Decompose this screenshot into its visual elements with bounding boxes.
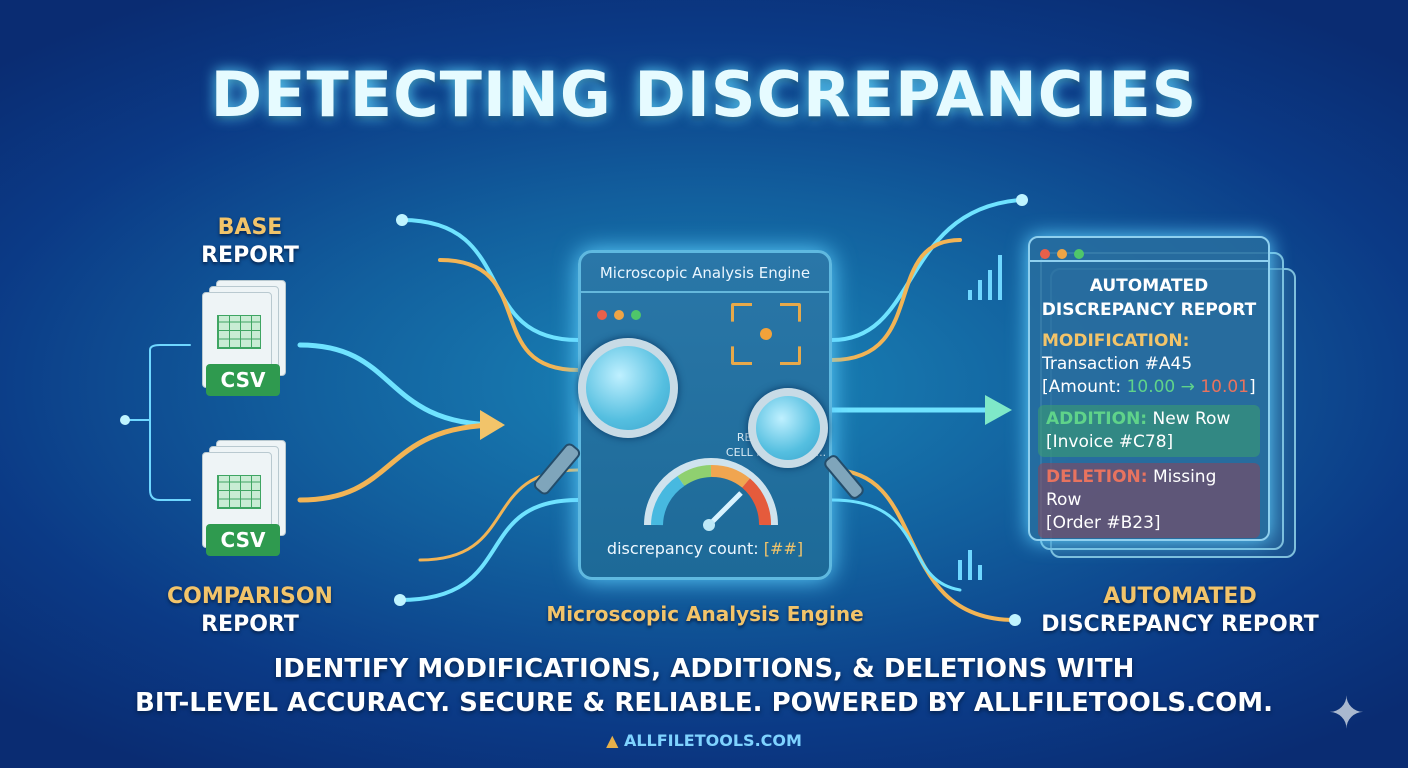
- deletion-tag: DELETION:: [1046, 467, 1148, 487]
- count-label: discrepancy count:: [606, 539, 759, 558]
- count-value: [##]: [763, 539, 804, 558]
- logo-icon: ▲: [606, 731, 619, 750]
- modification-tag: MODIFICATION:: [1042, 331, 1190, 351]
- comparison-label-line1: COMPARISON: [167, 584, 333, 609]
- tagline: IDENTIFY MODIFICATIONS, ADDITIONS, & DEL…: [0, 652, 1408, 720]
- logo-text: ALLFILETOOLS.COM: [623, 731, 802, 750]
- tagline-line2: BIT-LEVEL ACCURACY. SECURE & RELIABLE. P…: [135, 688, 1273, 718]
- magnifier-icon-small: [748, 388, 828, 468]
- gauge-icon: [644, 458, 778, 531]
- amount-prefix: [Amount:: [1042, 377, 1127, 397]
- addition-text: New Row: [1147, 409, 1231, 429]
- target-icon: [731, 303, 801, 365]
- engine-caption: Microscopic Analysis Engine: [546, 602, 864, 626]
- report-title: AUTOMATED DISCREPANCY REPORT: [1030, 274, 1268, 322]
- report-title-line1: AUTOMATED: [1089, 276, 1209, 296]
- addition-tag: ADDITION:: [1046, 409, 1148, 429]
- base-label-line1: BASE: [217, 215, 283, 240]
- old-value: 10.00: [1126, 377, 1176, 397]
- comparison-csv-file-icon: CSV: [202, 440, 286, 556]
- tagline-line1: IDENTIFY MODIFICATIONS, ADDITIONS, & DEL…: [273, 654, 1135, 684]
- modification-entry: MODIFICATION: Transaction #A45 [Amount: …: [1030, 330, 1268, 399]
- deletion-entry: DELETION: Missing Row [Order #B23]: [1038, 463, 1260, 538]
- comparison-label-line2: REPORT: [201, 612, 299, 637]
- report-title-line2: DISCREPANCY REPORT: [1041, 300, 1257, 320]
- comparison-csv-label: CSV: [206, 524, 280, 556]
- discrepancy-count: discrepancy count: [##]: [581, 539, 829, 558]
- base-report-label: BASE REPORT: [170, 214, 330, 270]
- magnifier-icon-large: [578, 338, 678, 438]
- report-caption: AUTOMATED DISCREPANCY REPORT: [1020, 583, 1340, 639]
- amount-suffix: ]: [1248, 377, 1256, 397]
- addition-detail: [Invoice #C78]: [1046, 432, 1174, 452]
- base-label-line2: REPORT: [201, 243, 299, 268]
- brand-logo: ▲ ALLFILETOOLS.COM: [0, 731, 1408, 750]
- page-title: DETECTING DISCREPANCIES: [210, 58, 1198, 131]
- new-value: 10.01: [1200, 377, 1249, 397]
- deletion-text: Missing Row: [1046, 467, 1217, 510]
- modification-line1: Transaction #A45: [1042, 354, 1193, 374]
- sparkle-icon: ✦: [1328, 688, 1365, 739]
- discrepancy-report-window: AUTOMATED DISCREPANCY REPORT MODIFICATION…: [1028, 236, 1270, 541]
- engine-header: Microscopic Analysis Engine: [581, 253, 829, 293]
- window-dots: [1030, 238, 1268, 262]
- arrow-icon: →: [1180, 377, 1195, 397]
- deletion-detail: [Order #B23]: [1046, 513, 1161, 533]
- base-csv-label: CSV: [206, 364, 280, 396]
- base-csv-file-icon: CSV: [202, 280, 286, 396]
- report-caption-line1: AUTOMATED: [1103, 584, 1257, 609]
- addition-entry: ADDITION: New Row [Invoice #C78]: [1038, 405, 1260, 457]
- report-caption-line2: DISCREPANCY REPORT: [1041, 612, 1319, 637]
- comparison-report-label: COMPARISON REPORT: [150, 583, 350, 639]
- window-dots: [597, 305, 648, 324]
